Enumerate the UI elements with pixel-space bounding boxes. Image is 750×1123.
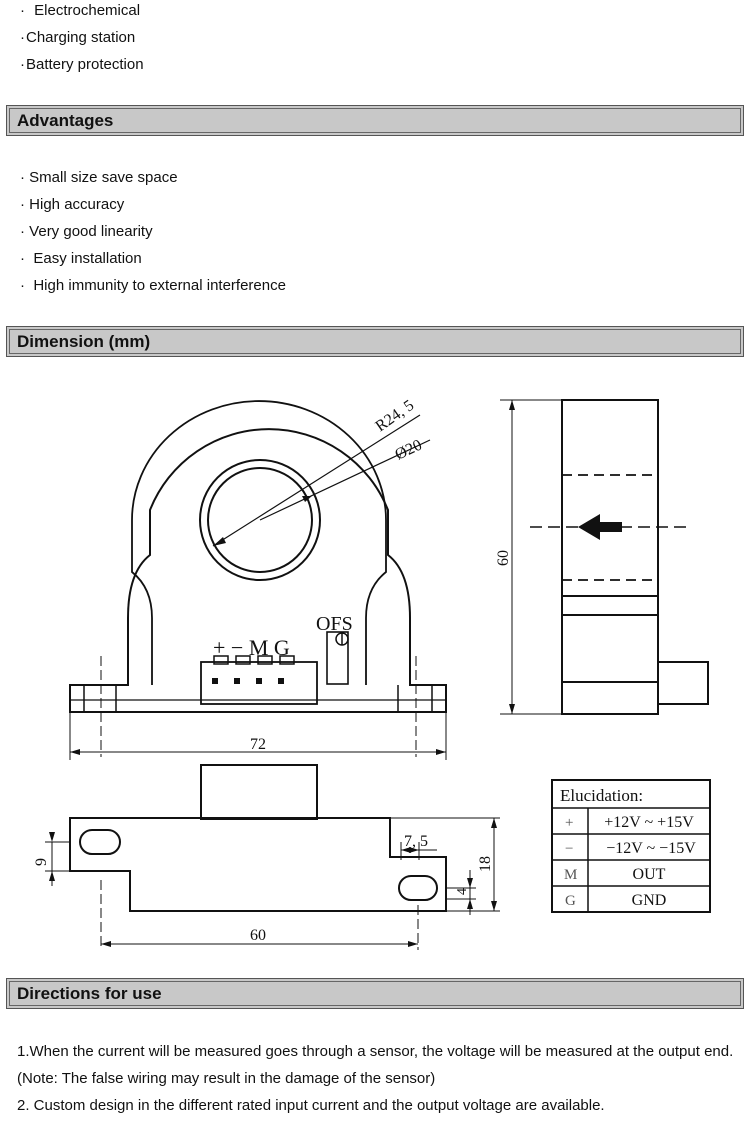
list-item: · Very good linearity: [20, 223, 153, 240]
side-connector: [657, 661, 709, 705]
list-item-text: Electrochemical: [34, 2, 141, 19]
dimension-9-label: 9: [33, 858, 50, 866]
dimension-18-label: 18: [477, 856, 494, 872]
aperture-outer: [199, 459, 321, 581]
list-item: · Easy installation: [20, 250, 142, 267]
diameter-label: Ø20: [393, 437, 425, 464]
aperture-inner: [207, 467, 313, 573]
sensor-housing-inner: [131, 400, 387, 685]
list-item: · High accuracy: [20, 196, 125, 213]
connector-block: [200, 661, 318, 705]
list-item: · Small size save space: [20, 169, 178, 186]
bullet-dot: ·: [20, 56, 25, 73]
dimension-7-5-label: 7, 5: [404, 833, 428, 850]
table-cell-symbol: +: [565, 815, 573, 831]
list-item-text: High immunity to external interference: [33, 277, 286, 294]
section-title: Advantages: [17, 111, 114, 130]
section-header-dimension: Dimension (mm): [6, 326, 744, 357]
list-item-text: Small size save space: [29, 169, 178, 186]
list-item: ·Battery protection: [20, 56, 144, 74]
bottom-view-body: [69, 817, 447, 912]
elucidation-table: [551, 779, 711, 913]
list-item-text: Very good linearity: [29, 223, 153, 240]
table-cell-symbol: G: [565, 893, 576, 909]
directions-paragraph-1: 1.When the current will be measured goes…: [17, 1043, 734, 1087]
bullet-dot: ·: [20, 29, 25, 46]
side-view-body: [561, 399, 659, 715]
section-title: Dimension (mm): [17, 332, 151, 351]
elucidation-title: Elucidation:: [560, 786, 643, 805]
table-cell-desc: −12V ~ −15V: [606, 840, 696, 857]
dimension-drawing: R24, 5 Ø20 + − M G OFS 72 60 60 9 7, 5 4…: [33, 397, 711, 950]
table-cell-symbol: M: [564, 867, 577, 883]
base-width-dimension-label: 60: [250, 927, 266, 944]
list-item: · Electrochemical: [20, 2, 140, 20]
bottom-view-connector: [200, 764, 318, 820]
section-header-advantages: Advantages: [6, 105, 744, 136]
ofs-trimmer: [326, 631, 349, 685]
pins-label: + − M G: [213, 635, 290, 660]
table-cell-symbol: −: [565, 841, 573, 857]
list-item-text: High accuracy: [29, 196, 125, 213]
radius-label: R24, 5: [373, 397, 418, 435]
table-cell-desc: GND: [632, 892, 667, 909]
dimension-4-label: 4: [455, 888, 470, 895]
height-dimension-label: 60: [495, 550, 512, 566]
table-cell-desc: OUT: [633, 866, 666, 883]
ofs-label: OFS: [316, 613, 353, 635]
list-item-text: Battery protection: [26, 56, 144, 73]
table-cell-desc: +12V ~ +15V: [604, 814, 694, 831]
list-item-text: Charging station: [26, 29, 136, 46]
width-dimension-label: 72: [250, 736, 266, 753]
list-item-text: Easy installation: [33, 250, 142, 267]
list-item: ·Charging station: [20, 29, 135, 47]
current-direction-arrow: [578, 514, 622, 540]
list-item: · High immunity to external interference: [20, 277, 286, 294]
section-title: Directions for use: [17, 984, 162, 1003]
section-header-directions: Directions for use: [6, 978, 744, 1009]
directions-paragraph-2: 2. Custom design in the different rated …: [17, 1097, 605, 1114]
sensor-housing-outline: [69, 428, 447, 713]
bullet-dot: ·: [20, 2, 25, 19]
